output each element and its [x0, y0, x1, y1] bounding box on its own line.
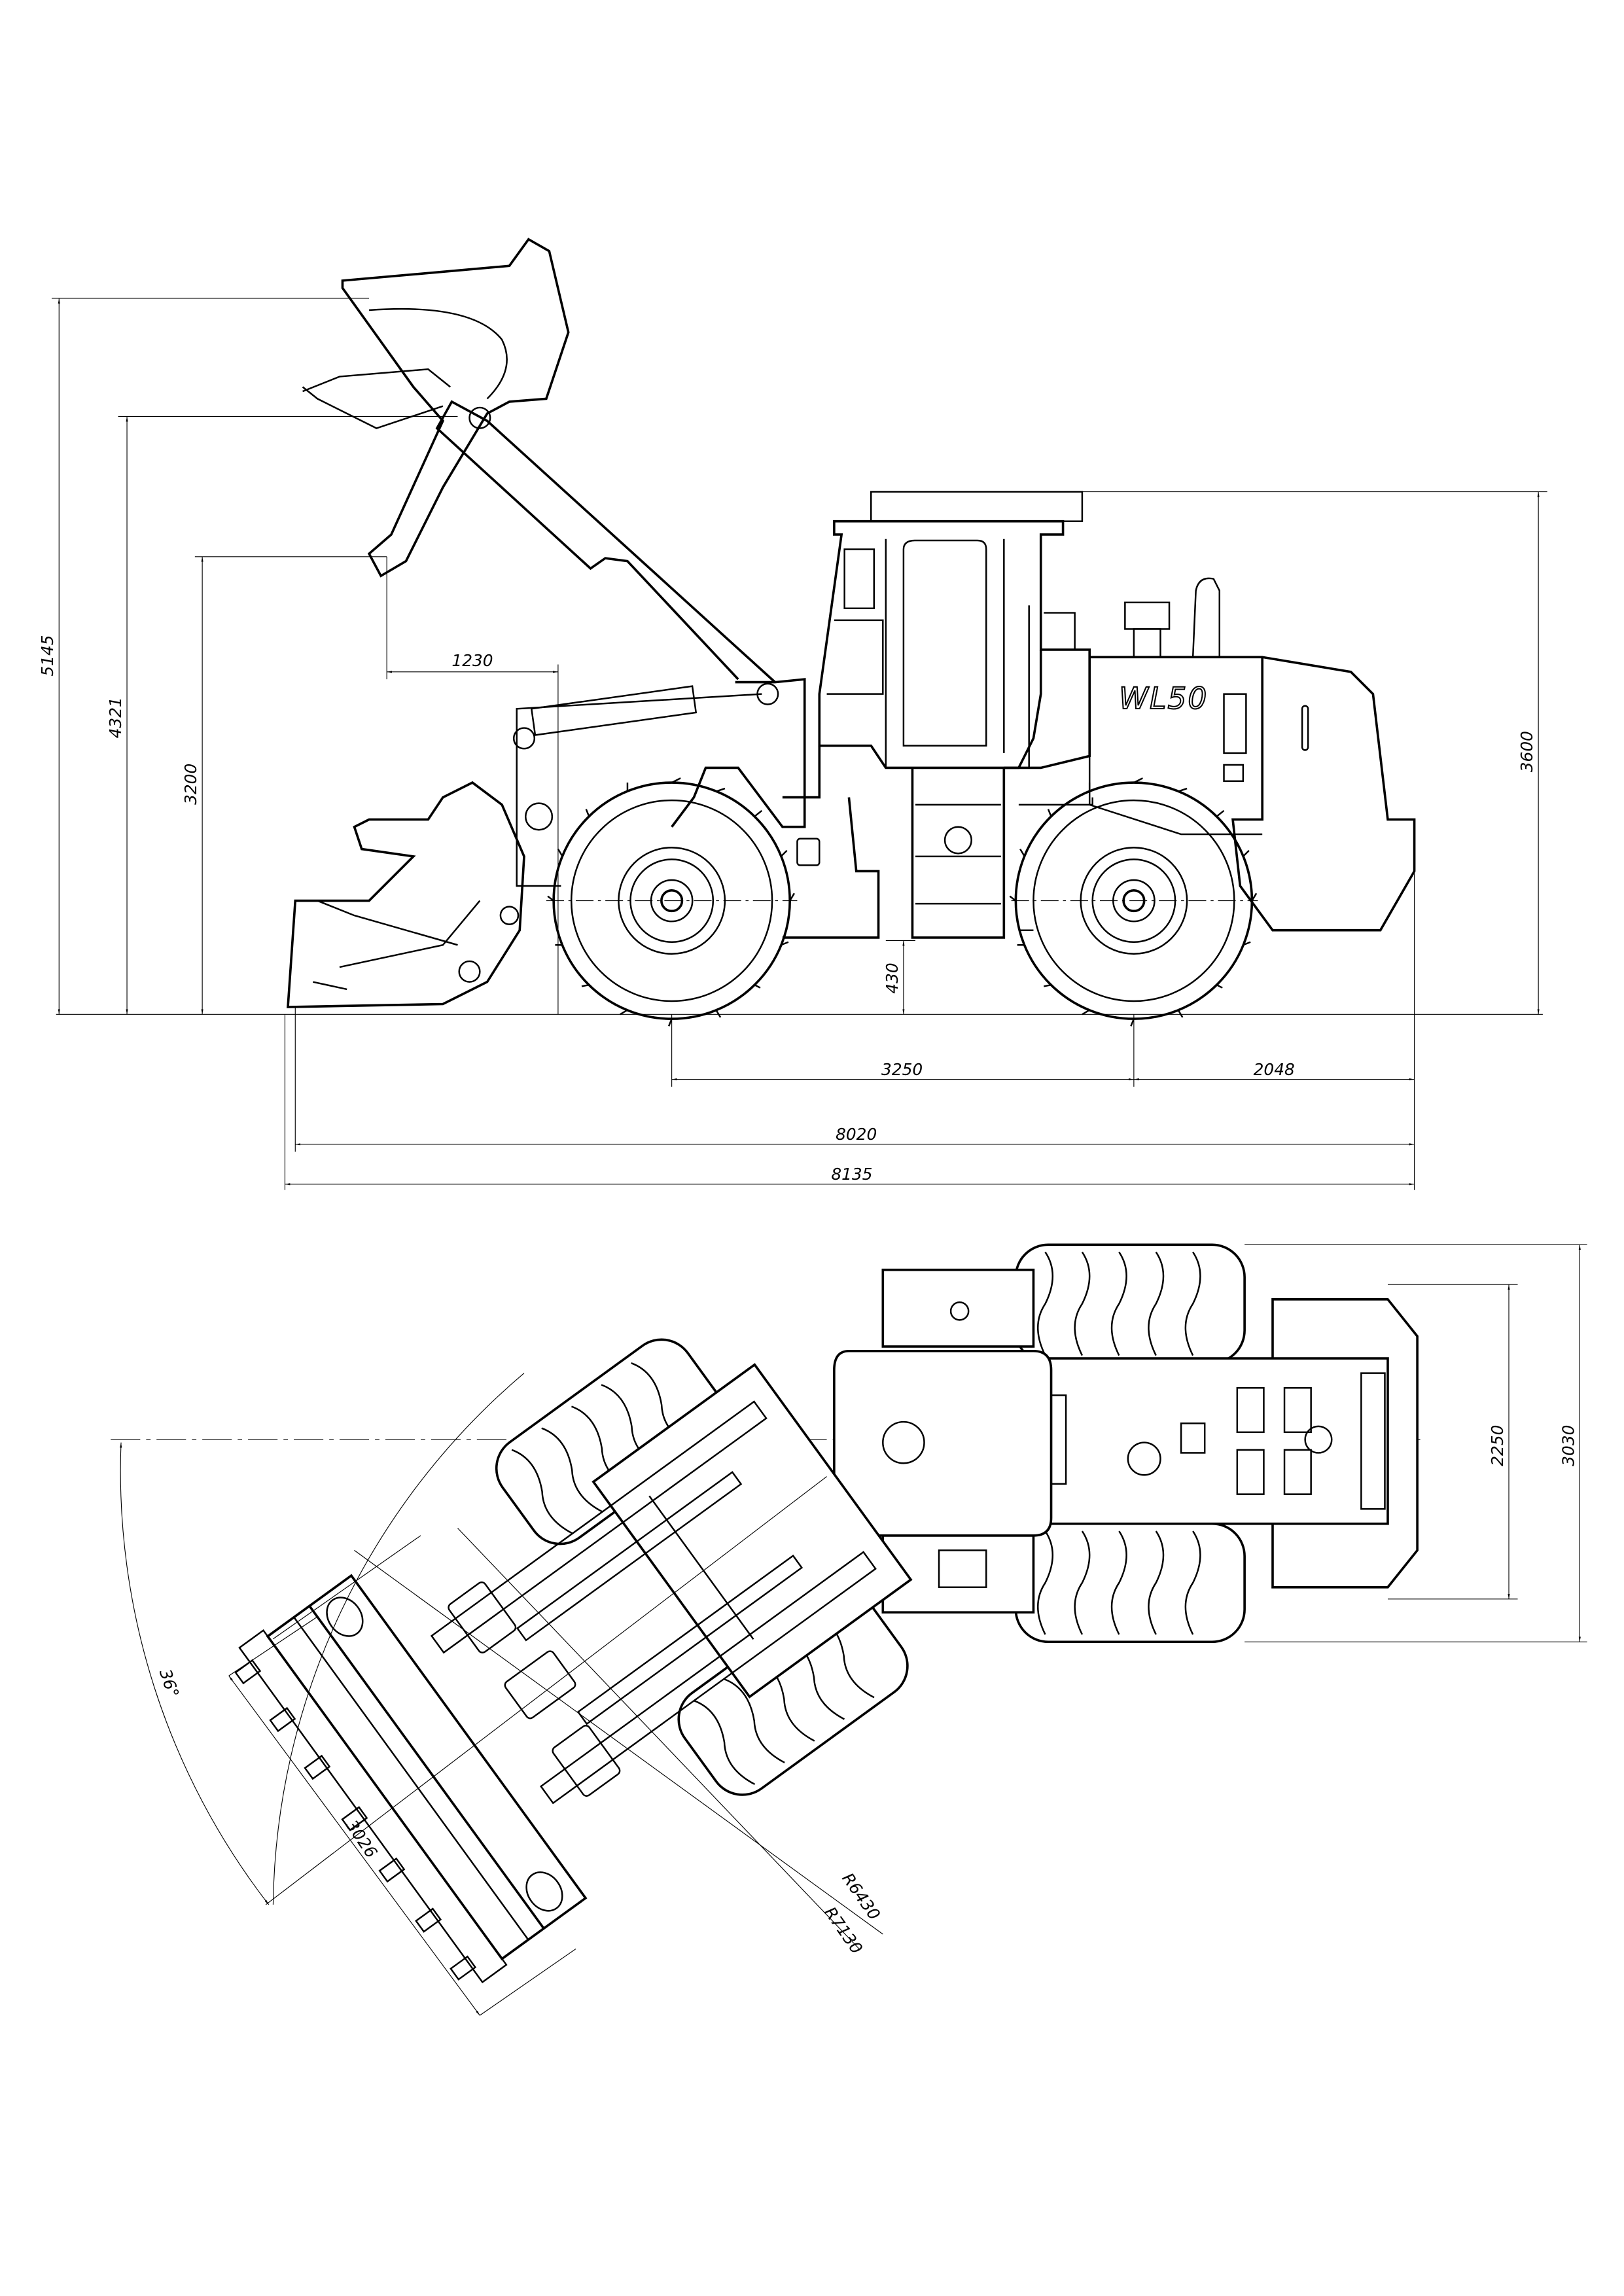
dim-5145: 5145 — [38, 635, 57, 676]
dim-3250: 3250 — [881, 1060, 923, 1079]
side-dimensions — [51, 298, 1547, 1190]
dim-430: 430 — [883, 963, 902, 993]
dim-3200: 3200 — [181, 764, 200, 805]
top-view: 2250 3030 36° 3026 R6430 R7130 — [111, 1243, 1587, 2016]
dim-2048: 2048 — [1254, 1060, 1295, 1079]
dim-3600: 3600 — [1517, 731, 1536, 772]
front-wheel-side — [546, 777, 796, 1028]
rear-wheel-side — [1008, 777, 1258, 1028]
dim-3030: 3030 — [1559, 1425, 1578, 1466]
dim-8020: 8020 — [836, 1125, 877, 1144]
dim-8135: 8135 — [831, 1165, 872, 1184]
loader-side-body: WL50 — [287, 238, 1416, 1028]
model-logo: WL50 — [1119, 681, 1208, 716]
top-dimensions — [120, 1244, 1587, 2016]
dim-1230: 1230 — [451, 651, 493, 670]
rear-frame-top — [833, 1243, 1419, 1644]
dim-2250: 2250 — [1488, 1425, 1507, 1466]
dim-3026: 3026 — [342, 1816, 381, 1862]
dim-4321: 4321 — [106, 697, 125, 738]
side-view: WL50 — [38, 238, 1547, 1190]
dim-r6430: R6430 — [838, 1869, 884, 1923]
dim-articulation-angle: 36° — [156, 1667, 183, 1700]
